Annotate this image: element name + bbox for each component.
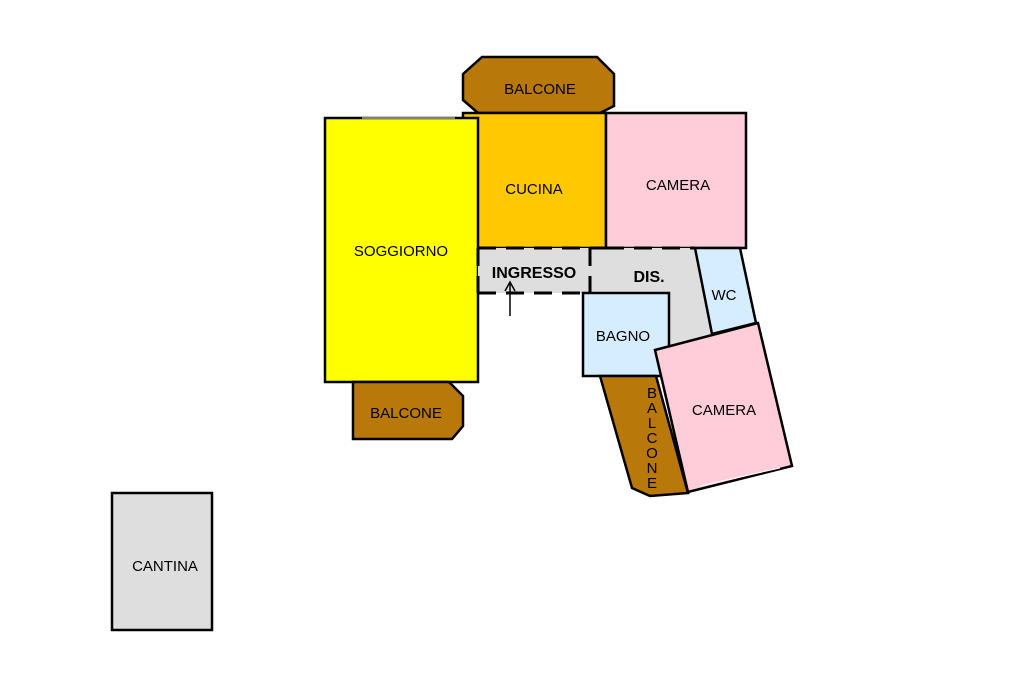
label-entrance: INGRESSO [492,265,576,282]
balcony-bottom-left [351,380,465,441]
label-balcony-vertical-b: B [647,385,657,402]
label-balcony-vertical-e: E [647,475,657,492]
label-hallway: DIS. [633,269,664,286]
label-balcony-vertical-a: A [647,400,657,417]
bathroom [581,291,671,378]
balcony-vertical [598,374,690,498]
label-balcony-bottom-left: BALCONE [370,405,442,422]
label-wc: WC [712,287,737,304]
label-living: SOGGIORNO [354,243,448,260]
label-bathroom: BAGNO [596,328,650,345]
label-balcony-vertical-l: L [648,415,656,432]
cellar [110,491,214,632]
label-balcony-vertical-o: O [646,445,658,462]
label-kitchen: CUCINA [505,181,563,198]
entrance-arrow-icon [504,280,516,316]
label-bedroom-top: CAMERA [646,177,710,194]
label-cellar: CANTINA [132,558,198,575]
living-room [323,116,480,384]
label-balcony-vertical-c: C [647,430,658,447]
bedroom-bottom [653,321,794,494]
label-balcony-top: BALCONE [504,81,576,98]
label-bedroom-bottom: CAMERA [692,402,756,419]
label-balcony-vertical-n: N [647,460,658,477]
kitchen [461,111,608,250]
